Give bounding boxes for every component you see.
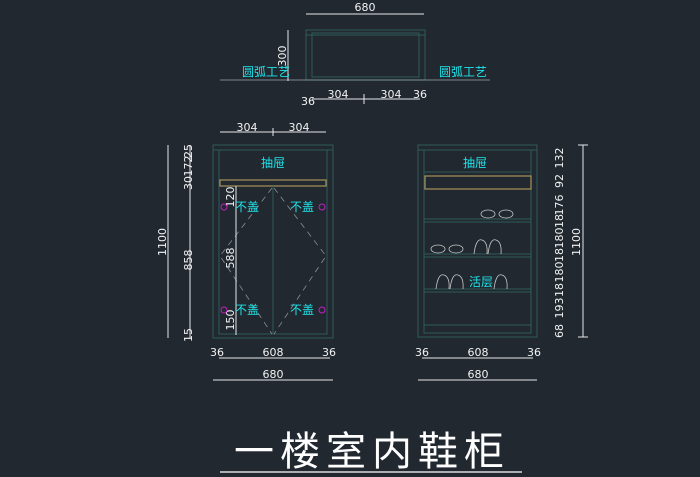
total-width-dim: 680 [468, 368, 489, 381]
total-height-dim: 1100 [570, 228, 583, 256]
plan-dim: 36 [301, 95, 315, 108]
no-cover-label: 不盖 [235, 200, 259, 214]
width-dim: 36 [322, 346, 336, 359]
arc-label-right: 圆弧工艺 [439, 65, 487, 79]
no-cover-label: 不盖 [235, 303, 259, 317]
width-dim: 608 [468, 346, 489, 359]
height-dim: 68 [553, 324, 566, 338]
door-dim: 588 [224, 248, 237, 269]
height-dim: 25 [182, 144, 195, 158]
drawing-title: 一楼室内鞋柜 [234, 429, 510, 475]
front-elevation-open: 抽屉 活层 132 92 176 18 180 18 180 18 193 68… [415, 144, 588, 381]
width-dim: 36 [415, 346, 429, 359]
plan-dim: 304 [328, 88, 349, 101]
top-dim: 304 [237, 121, 258, 134]
plan-view: 680 300 圆弧工艺 圆弧工艺 36 304 304 36 [220, 1, 490, 108]
drawer-label: 抽屉 [261, 156, 285, 170]
height-dim: 172 [182, 156, 195, 177]
top-dim: 304 [289, 121, 310, 134]
no-cover-label: 不盖 [290, 303, 314, 317]
height-dim: 132 [553, 148, 566, 169]
height-dim: 193 [553, 298, 566, 319]
total-width-dim: 680 [263, 368, 284, 381]
height-dim: 18 [553, 214, 566, 228]
height-dim: 176 [553, 195, 566, 216]
height-dim: 18 [553, 283, 566, 297]
no-cover-label: 不盖 [290, 200, 314, 214]
door-dim: 150 [224, 310, 237, 331]
shelf-label: 活层 [469, 275, 493, 289]
height-dim: 15 [182, 328, 195, 342]
door-dim: 120 [224, 187, 237, 208]
hinge-icon [220, 203, 326, 314]
width-dim: 608 [263, 346, 284, 359]
plan-dim: 304 [381, 88, 402, 101]
plan-depth-dim: 300 [276, 46, 289, 67]
width-dim: 36 [527, 346, 541, 359]
height-dim: 180 [553, 228, 566, 249]
plan-width-dim: 680 [355, 1, 376, 14]
width-dim: 36 [210, 346, 224, 359]
height-dim: 92 [553, 174, 566, 188]
plan-dim: 36 [413, 88, 427, 101]
front-elevation-doors: 304 304 抽屉 1100 25 172 30 858 15 120 588… [156, 121, 336, 381]
total-height-dim: 1100 [156, 228, 169, 256]
drawer-label: 抽屉 [463, 156, 487, 170]
height-dim: 30 [182, 176, 195, 190]
height-dim: 18 [553, 248, 566, 262]
height-dim: 180 [553, 262, 566, 283]
shoe-icon [430, 209, 514, 290]
height-dim: 858 [182, 250, 195, 271]
arc-label-left: 圆弧工艺 [242, 65, 290, 79]
